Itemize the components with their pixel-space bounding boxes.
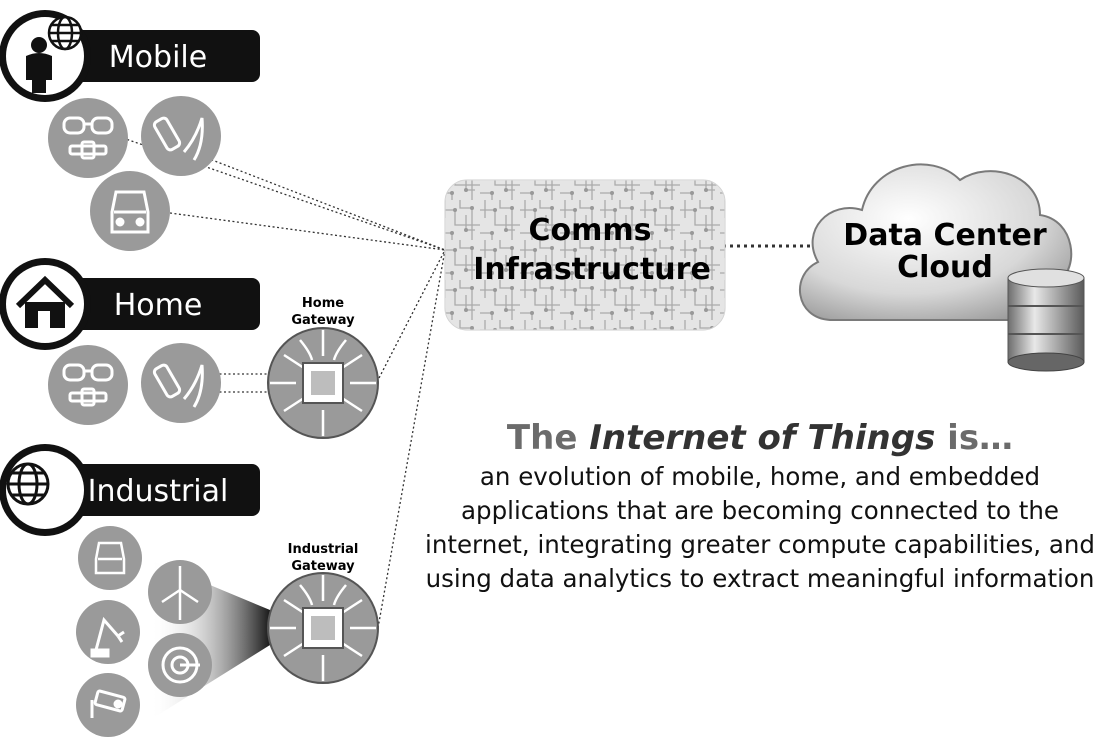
comms-infrastructure-box: Comms Infrastructure xyxy=(444,179,726,331)
iot-title-emphasis: Internet of Things xyxy=(589,418,936,458)
house-icon xyxy=(15,275,75,328)
person-icon xyxy=(26,37,52,93)
connection-lines xyxy=(122,137,812,629)
home-label: Home xyxy=(114,288,203,323)
industrial-gateway-label-2: Gateway xyxy=(291,559,355,574)
comms-label-2: Infrastructure xyxy=(473,252,711,287)
glasses-watch-icon xyxy=(48,98,128,178)
cloud-label-2: Cloud xyxy=(897,250,993,285)
car-icon xyxy=(78,526,142,590)
iot-description-block: The Internet of Things is… an evolution … xyxy=(410,418,1110,596)
iot-description: an evolution of mobile, home, and embedd… xyxy=(425,462,1095,593)
industrial-category: Industrial xyxy=(0,444,260,536)
gateway-chip-icon xyxy=(267,327,379,439)
iot-title: The Internet of Things is… xyxy=(410,418,1110,458)
industrial-label: Industrial xyxy=(88,474,229,509)
mobile-link-2 xyxy=(206,157,446,251)
disc-icon xyxy=(148,633,212,697)
gateway-chip-icon xyxy=(267,572,379,684)
industrial-gateway-label-1: Industrial xyxy=(288,542,359,557)
home-gateway-label-2: Gateway xyxy=(291,313,355,328)
pen-device-icon xyxy=(141,343,221,423)
industrial-label-bar xyxy=(42,464,260,516)
comms-label-1: Comms xyxy=(528,213,651,248)
wind-turbine-icon xyxy=(148,560,212,624)
globe-icon xyxy=(47,15,83,51)
globe-icon xyxy=(6,462,50,506)
industrial-gateway-link xyxy=(377,249,446,629)
iot-title-suffix: is… xyxy=(935,418,1014,458)
mobile-label: Mobile xyxy=(109,40,207,75)
home-label-bar xyxy=(42,278,260,330)
home-category: Home xyxy=(0,258,260,350)
glasses-watch-icon xyxy=(48,345,128,425)
mobile-category: Mobile xyxy=(0,10,260,102)
cloud-label-1: Data Center xyxy=(843,218,1047,253)
robot-arm-icon xyxy=(76,600,140,664)
database-icon xyxy=(1007,268,1085,372)
home-gateway-link xyxy=(376,249,446,383)
mobile-link-1 xyxy=(122,137,446,251)
cloud-icon: Data Center Cloud xyxy=(798,163,1073,322)
home-gateway-label-1: Home xyxy=(302,296,344,311)
mobile-link-3 xyxy=(169,212,446,251)
pen-device-icon xyxy=(141,96,221,176)
camera-icon xyxy=(76,673,140,737)
mobile-label-bar xyxy=(42,30,260,82)
car-icon xyxy=(90,171,170,251)
iot-title-prefix: The xyxy=(506,418,590,458)
